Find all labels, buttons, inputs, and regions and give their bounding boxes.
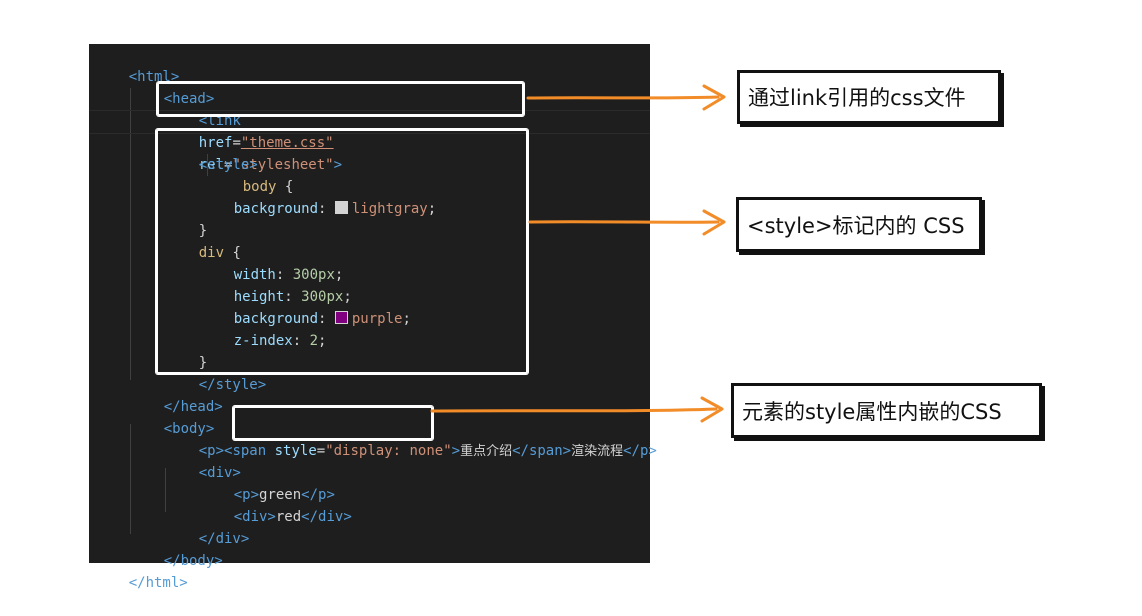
body-selector: body (242, 179, 277, 195)
code-line-3: <link href="theme.css" rel="stylesheet"> (198, 113, 343, 173)
note-style-tag-css: <style>标记内的 CSS (736, 197, 982, 252)
rel-attr: rel (198, 157, 225, 173)
arrow-style-head (702, 209, 726, 236)
code-line-7: background: lightgray; (233, 201, 437, 217)
inline-style-highlight-frame (233, 406, 433, 440)
arrow-link-head (702, 84, 726, 111)
p-open-tag: <p> (198, 443, 225, 459)
code-line-11: height: 300px; (233, 289, 352, 305)
note-link-css: 通过link引用的css文件 (737, 70, 1001, 124)
note-style-tag-css-text: <style>标记内的 CSS (747, 213, 965, 238)
code-line-22: </div> (165, 506, 250, 547)
head-open-tag: <head> (163, 91, 215, 107)
style-attr: style (274, 443, 317, 459)
link-open: <link (198, 113, 241, 129)
color-swatch-icon[interactable] (334, 201, 348, 214)
code-line-6: body { (242, 179, 294, 195)
css-value: 300px (292, 267, 335, 283)
css-property: height (233, 289, 285, 305)
code-line-15: </style> (165, 352, 266, 393)
indent-guide (207, 154, 208, 176)
code-line-17: <body> (130, 396, 215, 437)
span-open: <span (224, 443, 267, 459)
code-line-19: <div> (165, 440, 241, 481)
code-line-8: } (198, 223, 208, 239)
current-line-highlight (89, 110, 650, 134)
color-swatch-icon[interactable] (334, 311, 348, 324)
style-block-highlight-frame (156, 129, 528, 374)
html-open-tag: <html> (128, 69, 180, 85)
p-close-tag: </p> (623, 443, 657, 459)
p-text: 渲染流程 (571, 444, 624, 459)
code-line-16: </head> (130, 374, 223, 415)
note-inline-css: 元素的style属性内嵌的CSS (731, 383, 1042, 438)
link-highlight-frame (157, 82, 524, 116)
style-close-tag: </style> (198, 377, 267, 393)
code-line-20: <p>green</p> (233, 487, 335, 503)
css-value: 300px (301, 289, 344, 305)
code-line-14: } (198, 355, 208, 371)
css-property: background (233, 311, 319, 327)
css-value: purple (351, 311, 403, 327)
code-line-18: <p><span style="display: none">重点介绍</spa… (198, 443, 657, 459)
rel-value: "stylesheet" (232, 157, 334, 173)
indent-guide (130, 424, 131, 534)
div-open-tag: <div> (198, 465, 241, 481)
div-close-tag: </div> (198, 531, 250, 547)
head-close-tag: </head> (163, 399, 223, 415)
indent-guide (130, 88, 131, 380)
code-line-23: </body> (130, 528, 223, 569)
code-line-2: <head> (130, 66, 215, 107)
indent-guide (165, 468, 166, 512)
link-close: > (333, 157, 343, 173)
style-attr-value: "display: none" (325, 443, 452, 459)
href-value[interactable]: "theme.css" (240, 135, 334, 151)
note-link-css-text: 通过link引用的css文件 (748, 86, 966, 110)
css-value: 2 (309, 333, 319, 349)
code-line-21: <div>red</div> (233, 509, 352, 525)
annotation-arrows (430, 84, 726, 423)
code-line-13: z-index: 2; (233, 333, 327, 349)
note-inline-css-text: 元素的style属性内嵌的CSS (742, 399, 1002, 424)
css-value: lightgray (351, 201, 428, 217)
text-red: red (275, 509, 302, 525)
css-property: width (233, 267, 276, 283)
css-property: z-index (233, 333, 293, 349)
code-line-10: width: 300px; (233, 267, 344, 283)
code-line-5: <style> (165, 132, 258, 173)
div-selector: div (198, 245, 225, 261)
code-line-1: <html> (95, 44, 180, 85)
code-line-9: div { (198, 245, 241, 261)
href-attr: href (198, 135, 233, 151)
arrow-inline (430, 407, 718, 413)
text-green: green (259, 487, 302, 503)
arrow-style (528, 220, 720, 224)
span-text: 重点介绍 (460, 444, 513, 459)
style-open-tag: <style> (198, 157, 258, 173)
arrow-inline-head (700, 396, 724, 423)
body-close-tag: </body> (163, 553, 223, 569)
code-line-12: background: purple; (233, 311, 411, 327)
body-open-tag: <body> (163, 421, 215, 437)
css-property: background (233, 201, 319, 217)
arrow-link (526, 95, 720, 100)
span-close-tag: </span> (512, 443, 572, 459)
